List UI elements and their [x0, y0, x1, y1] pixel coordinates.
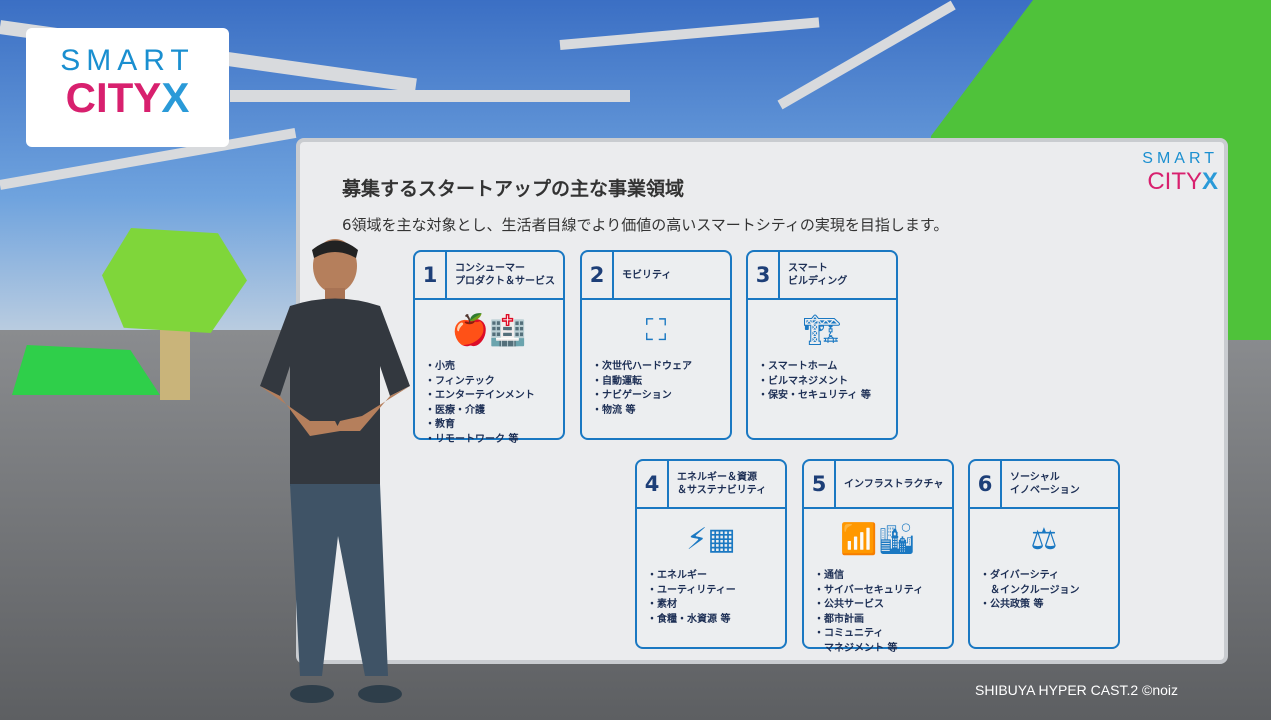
- card-item: ・エンターテインメント: [425, 390, 535, 401]
- domain-card: 6 ソーシャル イノベーション ⚖ ・ダイバーシティ ＆インクルージョン・公共政策 等: [968, 459, 1120, 649]
- scales-icon: ⚖: [1030, 521, 1058, 557]
- slide-logo: SMART CITYX: [1142, 150, 1218, 195]
- logo-smart: SMART: [60, 44, 195, 77]
- card-item: ・食糧・水資源 等: [647, 613, 731, 625]
- card-item: ・素材: [647, 599, 677, 610]
- card-item: ・コミュニティ: [814, 628, 884, 639]
- drone-icon: ⛶: [645, 312, 667, 348]
- card-items: ・ダイバーシティ ＆インクルージョン・公共政策 等: [970, 569, 1118, 613]
- card-header: 1 コンシューマー プロダクト＆サービス: [415, 252, 563, 300]
- card-items: ・小売・フィンテック・エンターテインメント・医療・介護・教育・リモートワーク 等: [415, 360, 563, 447]
- card-number: 5: [804, 461, 836, 507]
- smart-city-x-logo: SMART CITYX: [26, 28, 229, 147]
- card-header: 4 エネルギー＆資源 ＆サステナビリティ: [637, 461, 785, 509]
- card-item: ・物流 等: [592, 404, 636, 416]
- card-name: コンシューマー プロダクト＆サービス: [455, 263, 555, 287]
- card-item: ・都市計画: [814, 613, 864, 625]
- wind-solar-icon: ⚡▦: [686, 521, 736, 557]
- card-name: モビリティ: [622, 269, 672, 281]
- card-header: 5 インフラストラクチャ: [804, 461, 952, 509]
- card-item: ・ダイバーシティ: [980, 570, 1059, 581]
- domain-card: 2 モビリティ ⛶ ・次世代ハードウェア・自動運転・ナビゲーション・物流 等: [580, 250, 732, 440]
- copyright-credit: SHIBUYA HYPER CAST.2 ©noiz: [975, 682, 1179, 698]
- slide-title: 募集するスタートアップの主な事業領域: [342, 178, 685, 200]
- card-item: ・ユーティリティー: [647, 584, 736, 596]
- card-name: スマート ビルディング: [788, 263, 848, 287]
- card-item: ・フィンテック: [425, 375, 495, 387]
- card-item: ・次世代ハードウェア: [592, 361, 692, 372]
- card-name: インフラストラクチャ: [844, 478, 944, 490]
- card-item: ・ビルマネジメント: [758, 375, 848, 387]
- card-item: ・サイバーセキュリティ: [814, 584, 924, 596]
- city-signal-icon: 📶🏙: [840, 521, 916, 557]
- card-item: ・エネルギー: [647, 570, 707, 581]
- card-number: 3: [748, 252, 780, 298]
- card-item: ・スマートホーム: [758, 361, 838, 372]
- card-item: ・小売: [425, 361, 455, 372]
- food-hospital-icon: 🍎🏥: [451, 312, 527, 348]
- logo-city: CITYX: [65, 74, 190, 121]
- card-items: ・次世代ハードウェア・自動運転・ナビゲーション・物流 等: [582, 360, 730, 418]
- hex-frame-beam: [230, 90, 630, 102]
- card-header: 6 ソーシャル イノベーション: [970, 461, 1118, 509]
- card-header: 2 モビリティ: [582, 252, 730, 300]
- domain-card: 1 コンシューマー プロダクト＆サービス 🍎🏥 ・小売・フィンテック・エンターテインメ…: [413, 250, 565, 445]
- card-name: エネルギー＆資源 ＆サステナビリティ: [677, 472, 767, 496]
- presenter: [260, 239, 410, 703]
- card-item: ・通信: [814, 570, 844, 581]
- card-item: マネジメント 等: [814, 642, 898, 654]
- card-number: 1: [415, 252, 447, 298]
- card-number: 2: [582, 252, 614, 298]
- card-name: ソーシャル イノベーション: [1010, 472, 1080, 496]
- card-items: ・スマートホーム・ビルマネジメント・保安・セキュリティ 等: [748, 360, 896, 404]
- card-item: ・リモートワーク 等: [425, 433, 519, 445]
- card-number: 6: [970, 461, 1002, 507]
- card-item: ・公共政策 等: [980, 599, 1044, 610]
- card-item: ・自動運転: [592, 375, 642, 387]
- low-poly-tree: [102, 228, 247, 333]
- domain-card: 3 スマート ビルディング 🏗 ・スマートホーム・ビルマネジメント・保安・セキュリティ…: [746, 250, 898, 440]
- crane-building-icon: 🏗: [802, 312, 842, 348]
- card-item: ・ナビゲーション: [592, 390, 672, 401]
- slide-subtitle: 6領域を主な対象とし、生活者目線でより価値の高いスマートシティの実現を目指します…: [342, 216, 949, 234]
- card-item: ＆インクルージョン: [980, 584, 1080, 596]
- card-item: ・公共サービス: [814, 599, 884, 610]
- card-item: ・保安・セキュリティ 等: [758, 390, 871, 401]
- card-item: ・教育: [425, 419, 455, 430]
- tree-trunk: [160, 320, 190, 400]
- card-item: ・医療・介護: [425, 404, 485, 416]
- card-header: 3 スマート ビルディング: [748, 252, 896, 300]
- card-items: ・通信・サイバーセキュリティ・公共サービス・都市計画・コミュニティ マネジメント…: [804, 569, 952, 656]
- card-number: 4: [637, 461, 669, 507]
- presentation-slide: 募集するスタートアップの主な事業領域 6領域を主な対象とし、生活者目線でより価値…: [296, 138, 1228, 664]
- card-items: ・エネルギー・ユーティリティー・素材・食糧・水資源 等: [637, 569, 785, 627]
